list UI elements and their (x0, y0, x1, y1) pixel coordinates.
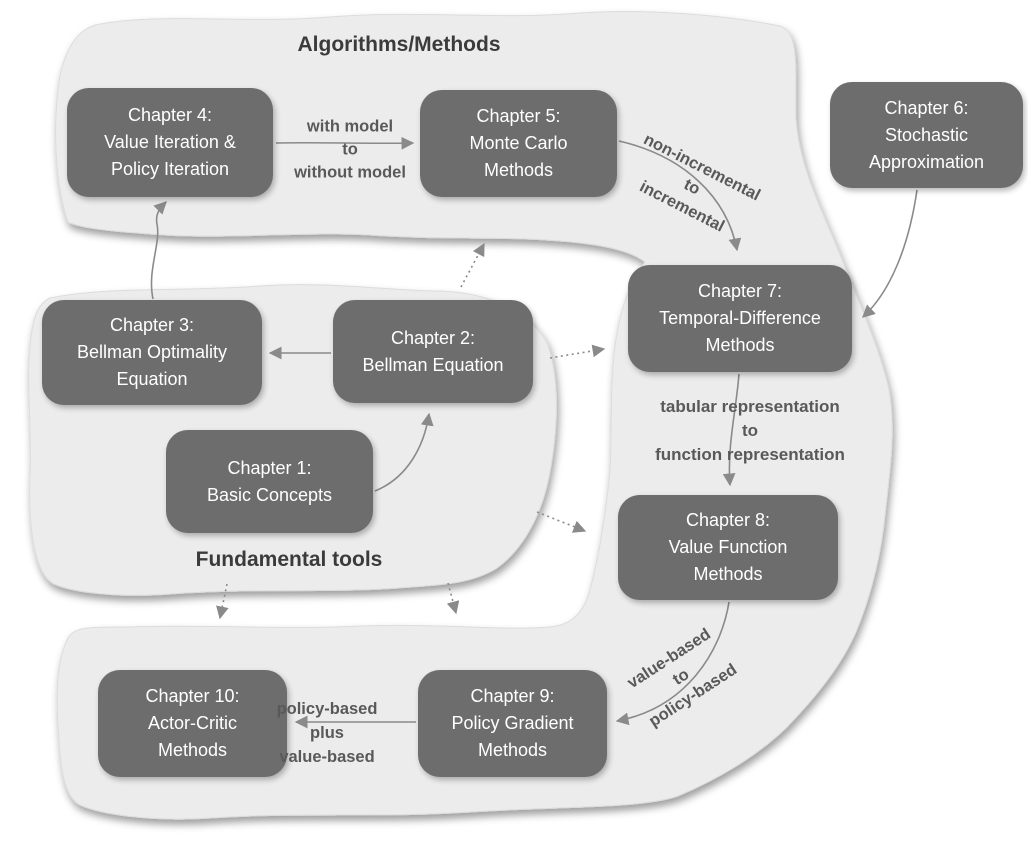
algorithms-methods-blob (55, 10, 893, 820)
dotted-arrow-fundamentals-to-ch9 (446, 582, 460, 615)
chapter-7-line-2: Temporal-Difference (659, 308, 821, 328)
dotted-arrow-fundamentals-to-ch7 (549, 344, 606, 359)
chapter-6-box: Chapter 6: Stochastic Approximation (830, 82, 1023, 188)
chapter-4-line-1: Chapter 4: (127, 105, 213, 125)
chapter-1-line-1: Chapter 1: (227, 457, 312, 478)
dotted-arrow-fundamentals-to-ch5 (460, 242, 485, 288)
chapter-1-line-2: Basic Concepts (206, 484, 333, 505)
chapter-7-line-3: Methods (705, 335, 775, 355)
dotted-arrow-fundamentals-to-ch10 (216, 583, 229, 620)
fundamental-tools-title: Fundamental tools (195, 548, 383, 571)
tabular-representation-label-line-2: to (741, 421, 759, 440)
arrow-ch7-to-ch8 (722, 373, 740, 487)
chapter-8-line-1: Chapter 8: (685, 510, 771, 530)
chapter-3-line-2: Bellman Optimality (76, 342, 228, 362)
chapter-1-box: Chapter 1: Basic Concepts (166, 430, 373, 533)
chapter-5-box: Chapter 5: Monte Carlo Methods (420, 90, 617, 197)
policy-plus-value-label-line-3: value-based (279, 748, 375, 766)
chapter-7-line-1: Chapter 7: (697, 281, 783, 301)
chapter-2-box: Chapter 2: Bellman Equation (333, 300, 533, 403)
policy-plus-value-label-line-2: plus (310, 724, 344, 742)
arrow-ch1-to-ch2 (374, 412, 434, 492)
tabular-representation-label-line-3: function representation (655, 445, 845, 464)
chapter-8-box: Chapter 8: Value Function Methods (618, 495, 838, 600)
arrow-ch6-to-ch7 (862, 189, 918, 318)
chapter-9-line-1: Chapter 9: (470, 686, 555, 706)
with-model-label-line-1: with model (306, 117, 394, 136)
chapter-10-line-3: Methods (157, 740, 228, 760)
chapter-8-line-2: Value Function (668, 537, 788, 557)
with-model-label-line-2: to (342, 140, 358, 159)
chapter-5-line-2: Monte Carlo (469, 133, 568, 153)
chapter-6-line-2: Stochastic (884, 124, 969, 145)
policy-plus-value-label-line-1: policy-based (276, 700, 378, 718)
policy-plus-value-label: policy-based plus value-based (277, 697, 378, 769)
tabular-representation-label: tabular representation to function repre… (655, 395, 845, 467)
chapter-3-line-3: Equation (116, 369, 188, 389)
arrow-ch8-to-ch9 (615, 601, 730, 726)
dotted-arrow-fundamentals-to-ch8 (536, 511, 587, 533)
chapter-4-line-2: Value Iteration & (104, 132, 236, 152)
arrow-ch4-to-ch5 (275, 136, 415, 150)
chapter-10-line-1: Chapter 10: (145, 686, 240, 706)
chapter-9-line-2: Policy Gradient (451, 713, 574, 733)
chapter-4-box: Chapter 4: Value Iteration & Policy Iter… (67, 88, 273, 197)
chapter-3-line-1: Chapter 3: (109, 315, 195, 335)
chapter-5-line-3: Methods (483, 160, 554, 180)
chapter-5-line-1: Chapter 5: (476, 106, 561, 126)
algorithms-methods-title: Algorithms/Methods (297, 33, 501, 56)
chapter-2-line-2: Bellman Equation (362, 354, 504, 375)
chapter-6-line-1: Chapter 6: (884, 97, 969, 118)
arrow-ch3-to-ch4 (150, 201, 167, 300)
chapter-9-box: Chapter 9: Policy Gradient Methods (418, 670, 607, 777)
with-model-label-line-3: without model (294, 163, 406, 182)
chapter-6-line-3: Approximation (868, 151, 985, 172)
chapter-9-line-3: Methods (477, 740, 548, 760)
chapter-10-box: Chapter 10: Actor-Critic Methods (98, 670, 287, 777)
chapter-3-box: Chapter 3: Bellman Optimality Equation (42, 300, 262, 405)
chapter-2-line-1: Chapter 2: (390, 327, 476, 348)
arrow-ch5-to-ch7 (618, 140, 742, 252)
chapter-7-box: Chapter 7: Temporal-Difference Methods (628, 265, 852, 372)
tabular-representation-label-line-1: tabular representation (660, 397, 840, 416)
chapter-10-line-2: Actor-Critic (148, 713, 237, 733)
with-model-label: with model to without model (294, 116, 406, 185)
chapter-4-line-3: Policy Iteration (110, 159, 230, 179)
chapter-8-line-3: Methods (693, 564, 763, 584)
